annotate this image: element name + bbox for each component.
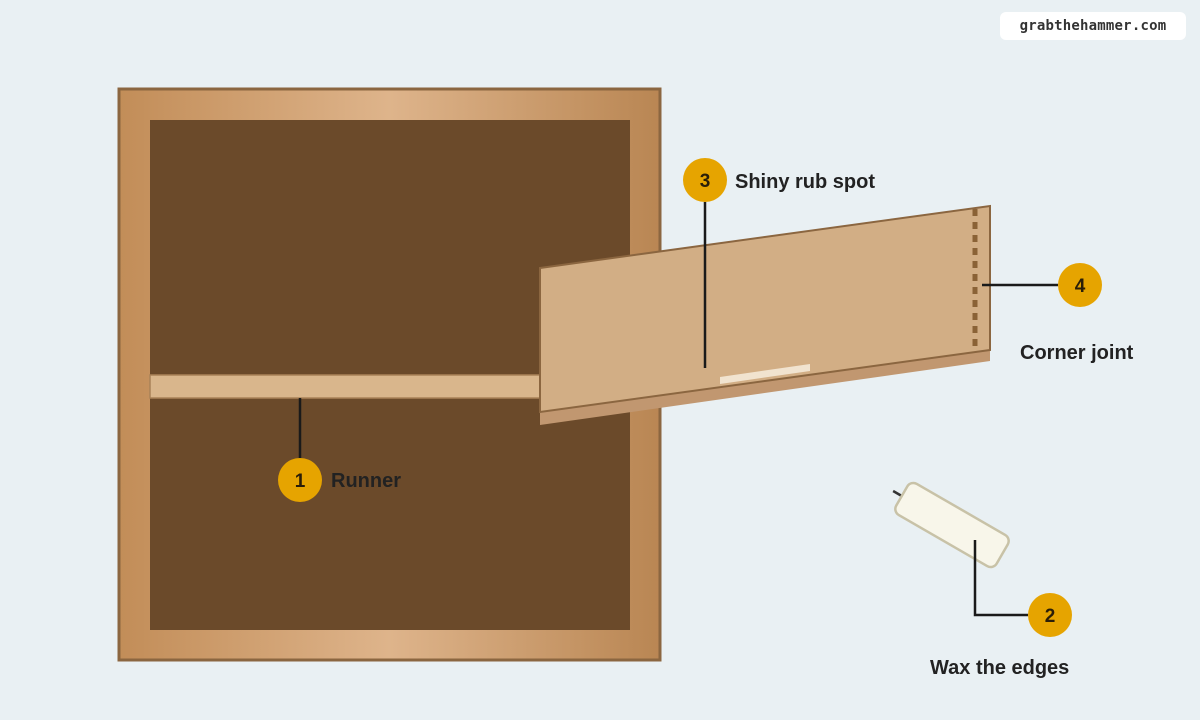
drawer-bottom-edge: [540, 350, 990, 425]
badge-wax: [1028, 593, 1072, 637]
drawer: [539, 204, 991, 425]
callout-runner: 1 Runner: [278, 398, 401, 502]
callout-corner-joint: 4 Corner joint: [982, 263, 1134, 364]
badge-number-corner-joint: 4: [1075, 276, 1086, 297]
badge-number-rub-spot: 3: [700, 171, 711, 192]
drawer-side-panel: [539, 204, 991, 414]
label-corner-joint: Corner joint: [1020, 342, 1134, 364]
label-runner: Runner: [331, 470, 401, 492]
shiny-rub-spot: [720, 364, 810, 384]
badge-rub-spot: [683, 158, 727, 202]
badge-corner-joint: [1058, 263, 1102, 307]
label-rub-spot: Shiny rub spot: [735, 171, 875, 193]
wax-stick-icon: [892, 481, 1010, 569]
label-wax: Wax the edges: [930, 657, 1069, 679]
badge-runner: [278, 458, 322, 502]
leader-line-wax: [973, 540, 1028, 617]
callout-rub-spot: 3 Shiny rub spot: [683, 158, 875, 368]
badge-number-wax: 2: [1045, 606, 1056, 627]
badge-number-runner: 1: [295, 471, 306, 492]
runner: [149, 374, 546, 399]
callout-wax: 2 Wax the edges: [930, 540, 1072, 679]
site-watermark: grabthehammer.com: [1000, 12, 1186, 40]
